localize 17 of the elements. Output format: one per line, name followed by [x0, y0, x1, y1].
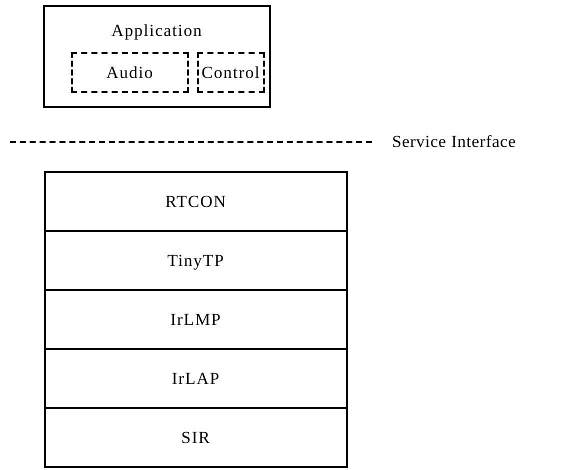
- layer-label: SIR: [181, 428, 211, 448]
- protocol-layer-box: [44, 409, 348, 468]
- protocol-layer-box: [44, 171, 348, 232]
- interface-label: Service Interface: [392, 132, 516, 152]
- dashed-component-box: [71, 52, 189, 93]
- layer-label: IrLMP: [170, 310, 222, 330]
- box-title: Application: [110, 21, 204, 41]
- component-label: Control: [202, 62, 260, 82]
- dashed-component-box: [197, 52, 265, 93]
- protocol-layer-box: [44, 232, 348, 291]
- component-label: Audio: [106, 62, 154, 82]
- protocol-layer-box: [44, 291, 348, 350]
- protocol-layer-box: [44, 350, 348, 409]
- layer-label: RTCON: [165, 192, 227, 212]
- layer-label: TinyTP: [167, 250, 225, 270]
- layer-label: IrLAP: [172, 368, 220, 388]
- application-box: [43, 5, 271, 108]
